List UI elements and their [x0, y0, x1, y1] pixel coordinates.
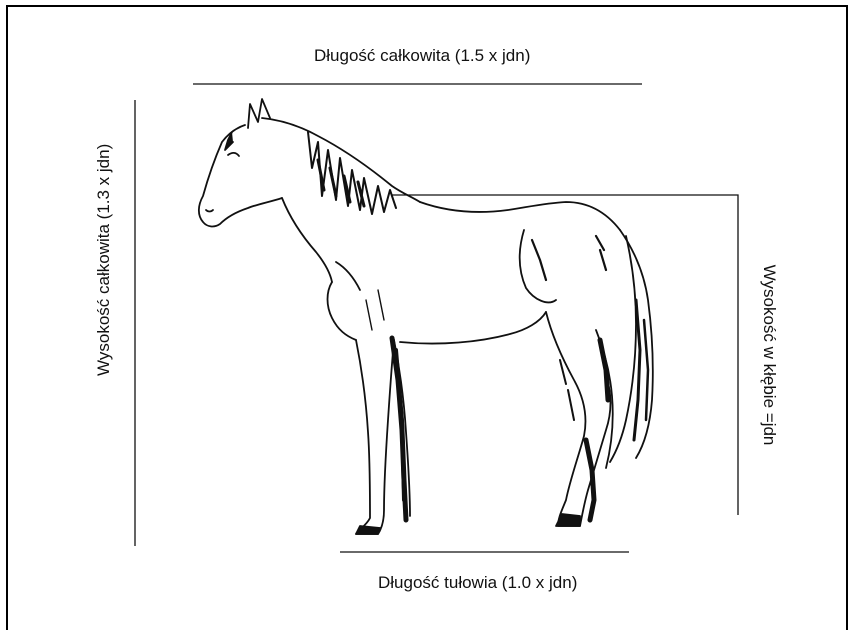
horse-sketch-icon — [199, 99, 653, 534]
body-length-label: Długość tułowia (1.0 x jdn) — [378, 573, 577, 593]
total-length-label: Długość całkowita (1.5 x jdn) — [314, 46, 530, 66]
withers-height-line — [392, 195, 738, 515]
total-height-label: Wysokość całkowita (1.3 x jdn) — [94, 156, 114, 376]
withers-height-label: Wysokość w kłębie =jdn — [759, 250, 779, 460]
